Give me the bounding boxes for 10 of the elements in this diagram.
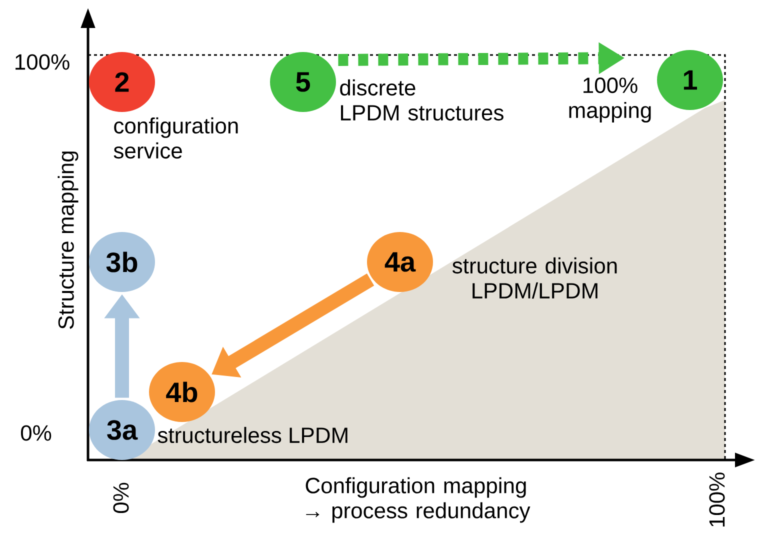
tick-label: 0% (20, 425, 52, 441)
axis-title: Configuration mapping → process redundancy (306, 477, 530, 523)
tick-label: 0% (113, 482, 129, 514)
axis-title: Structure mapping (58, 152, 78, 329)
point-label: 100% mapping (569, 78, 651, 122)
point-label: configuration service (114, 117, 238, 159)
point-label: structureless LPDM (158, 426, 348, 444)
point-label: discrete LPDM structures (340, 79, 504, 121)
point-label: structure division LPDM/LPDM (452, 257, 617, 299)
tick-label: 100% (709, 472, 725, 526)
